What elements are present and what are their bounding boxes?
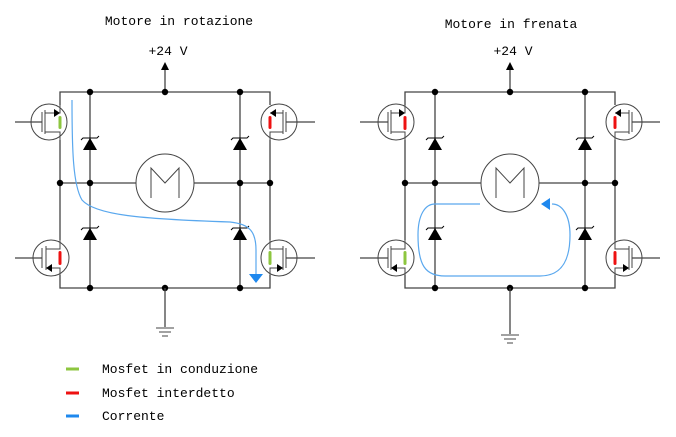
current-arrow-icon <box>541 198 550 210</box>
legend-item-conducting: Mosfet in conduzione <box>66 362 258 377</box>
legend-label: Mosfet in conduzione <box>102 362 258 377</box>
legend-item-off: Mosfet interdetto <box>66 386 235 401</box>
mosfet-state-indicator <box>613 251 617 265</box>
mosfet-top-right <box>605 103 660 141</box>
circuit-title: Motore in frenata <box>445 17 578 32</box>
junction-dots <box>401 88 619 292</box>
supply-label: +24 V <box>493 44 532 59</box>
mosfet-bottom-left <box>15 239 70 277</box>
diode-icon <box>575 135 595 151</box>
supply-arrow-icon <box>506 62 514 92</box>
ground-icon <box>501 288 519 344</box>
mosfet-state-indicator <box>613 116 617 129</box>
mosfet-top-left <box>15 103 68 141</box>
junction-dots <box>56 88 274 292</box>
mosfet-state-indicator <box>268 251 272 265</box>
diode-icon <box>80 135 100 151</box>
mosfet-state-indicator <box>268 116 272 129</box>
mosfet-top-left <box>360 103 415 141</box>
diode-icon <box>230 135 250 151</box>
motor-icon <box>135 153 195 213</box>
current-arrow-icon <box>249 274 263 283</box>
diode-icon <box>575 225 595 241</box>
circuit-braking: Motore in frenata +24 V <box>360 17 660 344</box>
current-path <box>417 198 571 277</box>
legend-label: Mosfet interdetto <box>102 386 235 401</box>
circuit-title: Motore in rotazione <box>105 14 253 29</box>
legend-label: Corrente <box>102 409 164 424</box>
current-path <box>71 99 263 283</box>
diode-icon <box>230 225 250 241</box>
diode-icon <box>80 225 100 241</box>
mosfet-state-indicator <box>58 251 62 265</box>
supply-label: +24 V <box>148 44 187 59</box>
mosfet-state-indicator <box>403 251 407 265</box>
mosfet-bottom-left <box>360 239 415 277</box>
circuit-rotation: Motore in rotazione +24 V <box>15 14 315 337</box>
mosfet-bottom-right <box>260 239 315 277</box>
legend-item-current: Corrente <box>66 409 164 424</box>
bridge-wires <box>59 91 271 289</box>
motor-icon <box>480 153 540 213</box>
diode-icon <box>425 135 445 151</box>
mosfet-bottom-right <box>605 239 660 277</box>
legend: Mosfet in conduzione Mosfet interdetto C… <box>66 362 258 424</box>
mosfet-state-indicator <box>58 116 62 129</box>
mosfet-state-indicator <box>403 116 407 130</box>
mosfet-top-right <box>260 103 315 141</box>
ground-icon <box>156 288 174 337</box>
bridge-wires <box>404 91 616 289</box>
supply-arrow-icon <box>161 62 169 92</box>
diode-icon <box>425 225 445 241</box>
